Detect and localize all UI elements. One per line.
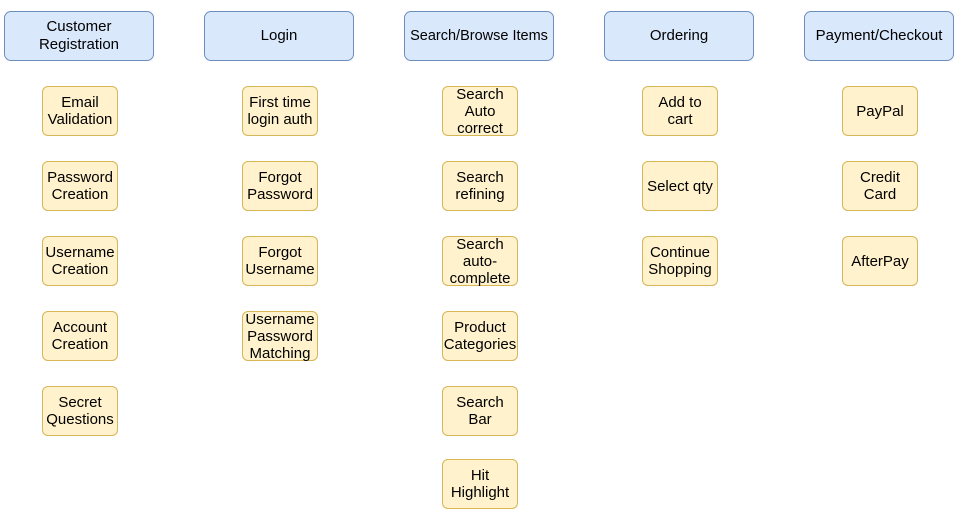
node-password-creation: Password Creation: [42, 161, 118, 211]
header-ordering: Ordering: [604, 11, 754, 61]
column-login: Login First time login auth Forgot Passw…: [204, 0, 356, 518]
header-customer-registration: Customer Registration: [4, 11, 154, 61]
node-continue-shopping: Continue Shopping: [642, 236, 718, 286]
column-customer-registration: Customer Registration Email Validation P…: [4, 0, 156, 518]
node-add-to-cart: Add to cart: [642, 86, 718, 136]
node-search-refining: Search refining: [442, 161, 518, 211]
node-search-bar: Search Bar: [442, 386, 518, 436]
node-forgot-username: Forgot Username: [242, 236, 318, 286]
node-hit-highlight: Hit Highlight: [442, 459, 518, 509]
column-ordering: Ordering Add to cart Select qty Continue…: [604, 0, 756, 518]
header-payment-checkout: Payment/Checkout: [804, 11, 954, 61]
header-login: Login: [204, 11, 354, 61]
node-username-creation: Username Creation: [42, 236, 118, 286]
node-email-validation: Email Validation: [42, 86, 118, 136]
node-forgot-password: Forgot Password: [242, 161, 318, 211]
node-search-auto-complete: Search auto- complete: [442, 236, 518, 287]
node-product-categories: Product Categories: [442, 311, 518, 361]
node-username-password-matching: Username Password Matching: [242, 311, 318, 362]
node-select-qty: Select qty: [642, 161, 718, 211]
node-account-creation: Account Creation: [42, 311, 118, 361]
header-search-browse-items: Search/Browse Items: [404, 11, 554, 61]
node-search-auto-correct: Search Auto correct: [442, 86, 518, 137]
node-secret-questions: Secret Questions: [42, 386, 118, 436]
node-credit-card: Credit Card: [842, 161, 918, 211]
column-payment-checkout: Payment/Checkout PayPal Credit Card Afte…: [804, 0, 956, 518]
node-paypal: PayPal: [842, 86, 918, 136]
column-search-browse-items: Search/Browse Items Search Auto correct …: [404, 0, 556, 518]
node-first-time-login-auth: First time login auth: [242, 86, 318, 136]
node-afterpay: AfterPay: [842, 236, 918, 286]
